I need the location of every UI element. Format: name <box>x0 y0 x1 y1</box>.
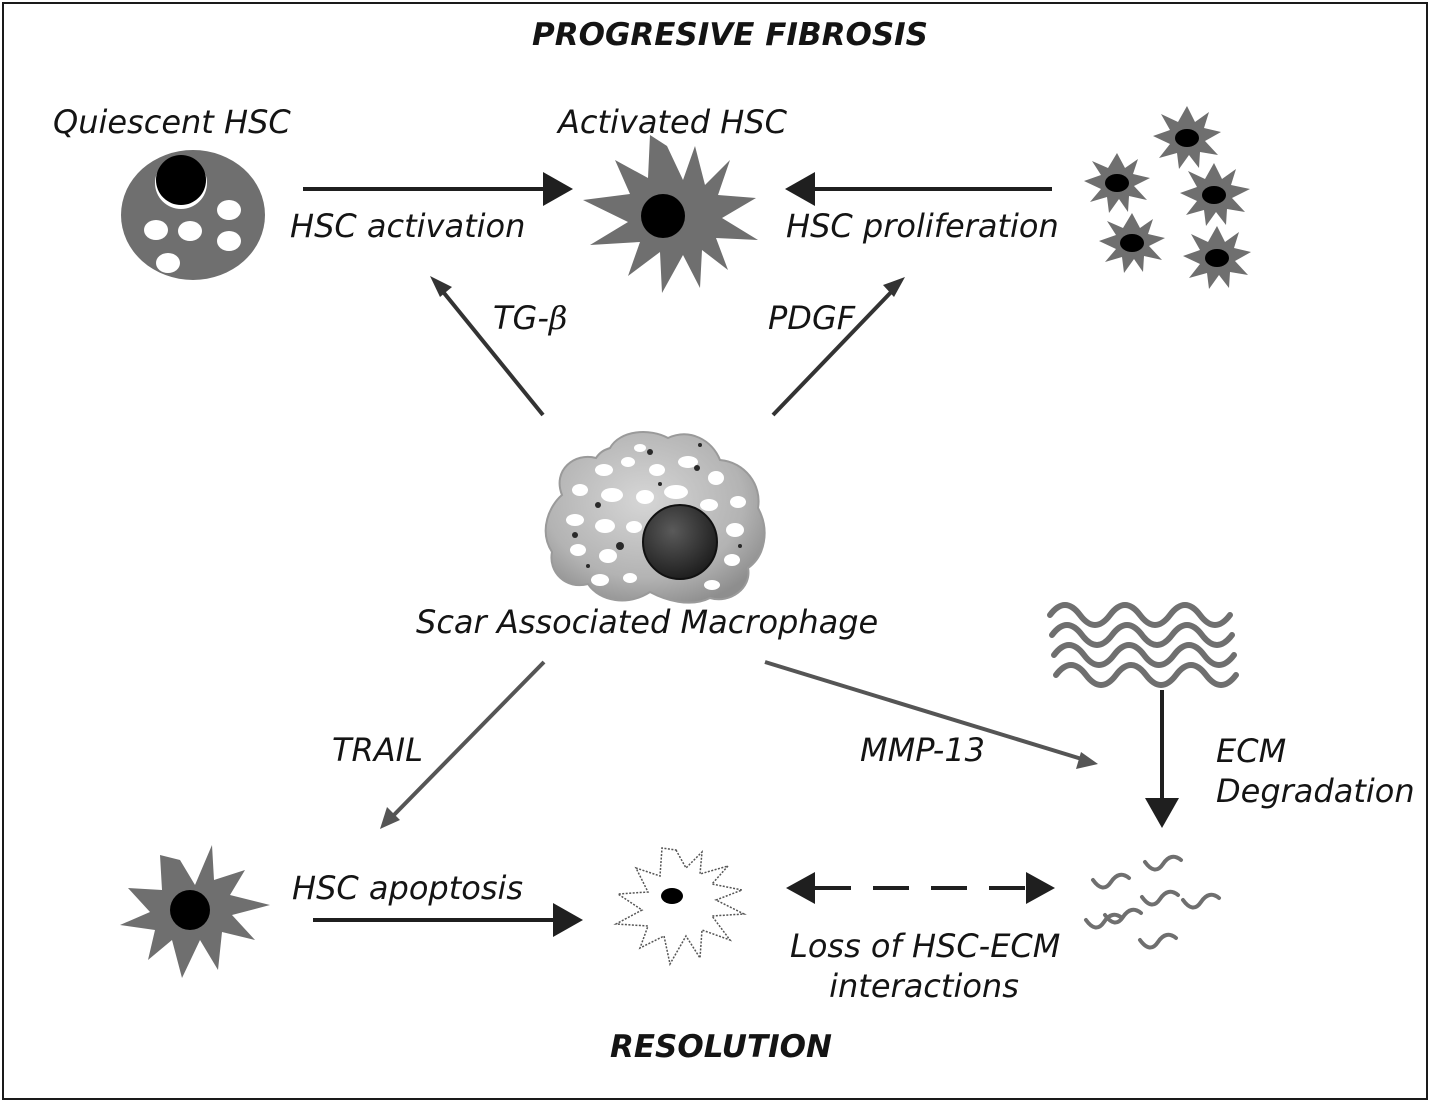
arrow-mmp13 <box>764 660 1098 769</box>
ecm-fibres <box>1047 602 1239 688</box>
scar-associated-macrophage <box>544 431 766 604</box>
label-trail: TRAIL <box>332 731 423 769</box>
label-hsc-proliferation: HSC proliferation <box>786 207 1059 245</box>
label-degradation: Degradation <box>1216 772 1415 810</box>
title-resolution: RESOLUTION <box>610 1029 832 1065</box>
label-ecm: ECM <box>1216 732 1287 770</box>
label-activated-hsc: Activated HSC <box>558 103 787 141</box>
label-tg-beta: TG-β <box>493 300 567 337</box>
activated-hsc-cell <box>583 135 758 293</box>
arrow-tgb <box>430 276 545 417</box>
label-tg-prefix: TG- <box>493 299 549 337</box>
arrow-hsc-apoptosis <box>313 903 583 937</box>
label-scar-associated-macrophage: Scar Associated Macrophage <box>416 603 879 641</box>
hsc-apoptosis-cell <box>120 845 270 978</box>
arrow-pdgf <box>771 277 905 417</box>
label-mmp-13: MMP-13 <box>860 731 986 769</box>
arrow-ecm-degradation <box>1145 690 1179 828</box>
label-pdgf: PDGF <box>768 299 856 337</box>
label-quiescent-hsc: Quiescent HSC <box>53 103 291 141</box>
label-interactions: interactions <box>829 967 1019 1005</box>
label-hsc-apoptosis: HSC apoptosis <box>292 869 524 907</box>
arrow-hsc-proliferation <box>785 172 1052 206</box>
arrow-hsc-activation <box>303 172 573 206</box>
apoptotic-hsc-outline <box>613 847 747 967</box>
arrow-loss-interactions <box>786 872 1055 904</box>
proliferating-hsc-cluster <box>1084 106 1251 289</box>
beta-symbol: β <box>548 299 568 337</box>
quiescent-hsc-cell <box>121 150 265 280</box>
arrow-trail <box>380 660 546 829</box>
label-hsc-activation: HSC activation <box>290 207 526 245</box>
label-loss-of-hsc-ecm: Loss of HSC-ECM <box>790 927 1061 965</box>
ecm-fragments <box>1084 854 1221 950</box>
title-progressive-fibrosis: PROGRESIVE FIBROSIS <box>532 17 929 53</box>
